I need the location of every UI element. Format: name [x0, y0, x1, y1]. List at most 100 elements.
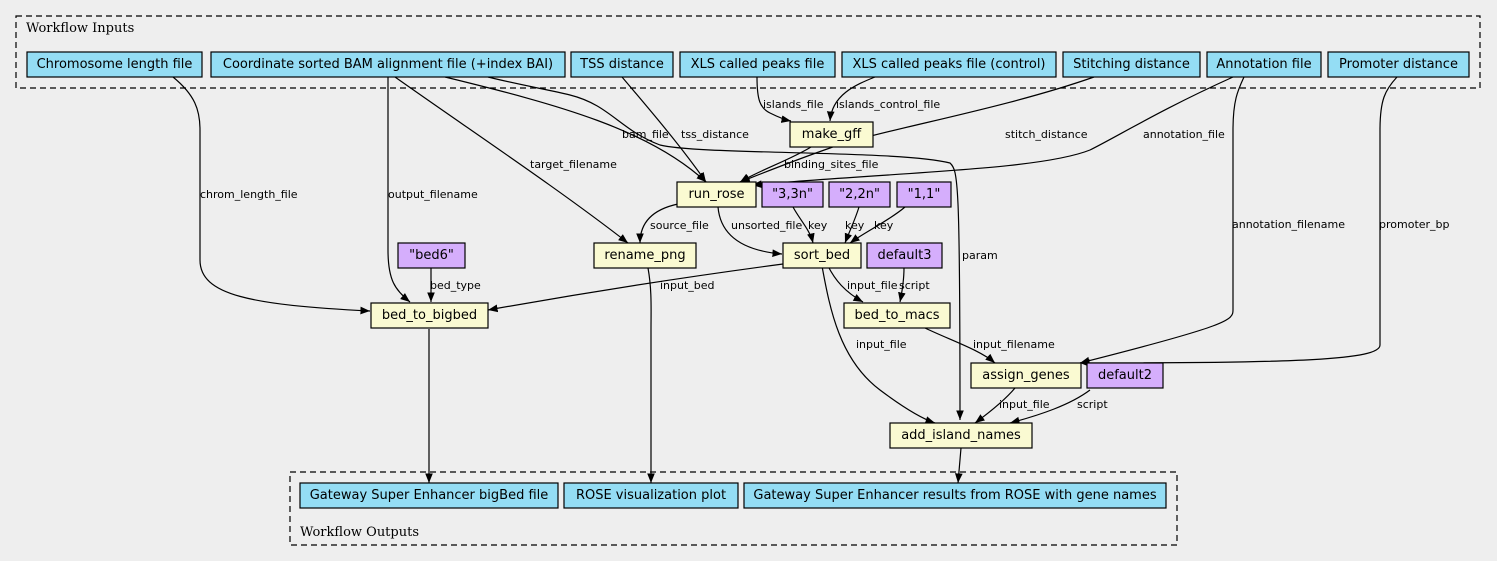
edge-label-param: param [962, 249, 998, 262]
input-promoter-distance[interactable]: Promoter distance [1327, 51, 1470, 78]
workflow-outputs-label: Workflow Outputs [300, 525, 419, 540]
workflow-inputs-label: Workflow Inputs [26, 21, 134, 36]
svg-text:bed_to_macs: bed_to_macs [854, 308, 939, 323]
svg-text:rename_png: rename_png [604, 248, 685, 263]
edge-unsorted-file: unsorted_file [717, 206, 802, 258]
output-bigbed-file[interactable]: Gateway Super Enhancer bigBed file [299, 482, 559, 509]
workflow-outputs-cluster: Workflow Outputs [289, 471, 1178, 546]
svg-text:run_rose: run_rose [688, 187, 744, 202]
input-stitching-distance[interactable]: Stitching distance [1062, 51, 1201, 78]
step-rename-png[interactable]: rename_png [593, 242, 697, 269]
edge-promoter-bp: promoter_bp [1079, 76, 1450, 367]
svg-text:Coordinate sorted BAM alignmen: Coordinate sorted BAM alignment file (+i… [223, 57, 553, 72]
edge-input-file-sortbed: input_file [821, 265, 936, 424]
edge-islands-file: islands_file [756, 76, 824, 123]
edge-label-key-22n: key [845, 219, 865, 232]
edge-to-out-plot [647, 267, 655, 483]
svg-text:default3: default3 [877, 248, 931, 263]
step-bed-to-macs[interactable]: bed_to_macs [843, 302, 951, 329]
svg-text:Promoter distance: Promoter distance [1339, 57, 1458, 72]
workflow-inputs-cluster: Workflow Inputs [15, 15, 1481, 89]
step-make-gff[interactable]: make_gff [789, 121, 874, 148]
svg-text:bed_to_bigbed: bed_to_bigbed [382, 308, 477, 323]
input-xls-called-peaks-control[interactable]: XLS called peaks file (control) [841, 51, 1057, 78]
svg-text:"bed6": "bed6" [409, 248, 454, 263]
edge-label-islands-control-file: islands_control_file [836, 98, 940, 111]
edge-key-22n: key [844, 206, 865, 244]
input-tss-distance[interactable]: TSS distance [570, 51, 674, 78]
edge-label-input-file-assign: input_file [999, 398, 1050, 411]
edge-annotation-file: annotation_file [751, 76, 1234, 188]
edge-label-input-file-macs: input_file [847, 279, 898, 292]
input-annotation-file[interactable]: Annotation file [1206, 51, 1322, 78]
default-bed6[interactable]: "bed6" [397, 242, 466, 269]
default-1-1[interactable]: "1,1" [896, 181, 952, 208]
svg-text:"2,2n": "2,2n" [839, 187, 880, 202]
edge-label-target-filename: target_filename [530, 158, 617, 171]
edge-output-filename: output_filename [387, 77, 478, 303]
svg-text:Gateway Super Enhancer bigBed: Gateway Super Enhancer bigBed file [310, 488, 549, 503]
edge-label-script-macs: script [899, 279, 930, 292]
edge-label-source-file: source_file [650, 219, 709, 232]
edge-label-islands-file: islands_file [763, 98, 824, 111]
edge-binding-sites-file: binding_sites_file [739, 146, 879, 183]
step-sort-bed[interactable]: sort_bed [782, 242, 862, 269]
edge-label-promoter-bp: promoter_bp [1379, 218, 1450, 231]
edge-input-file-macs: input_file [827, 265, 898, 303]
input-bam-alignment-file[interactable]: Coordinate sorted BAM alignment file (+i… [210, 51, 566, 78]
svg-text:default2: default2 [1098, 368, 1152, 383]
edge-label-output-filename: output_filename [388, 188, 478, 201]
edge-label-input-filename: input_filename [973, 338, 1055, 351]
edge-chrom-length-file: chrom_length_file [172, 76, 371, 315]
step-bed-to-bigbed[interactable]: bed_to_bigbed [370, 302, 489, 329]
edge-input-bed: input_bed [487, 263, 784, 313]
svg-text:"3,3n": "3,3n" [772, 187, 813, 202]
edge-label-stitch-distance: stitch_distance [1005, 128, 1088, 141]
svg-text:Stitching distance: Stitching distance [1073, 57, 1190, 72]
edge-label-annotation-file: annotation_file [1143, 128, 1225, 141]
edge-label-script-default2: script [1077, 398, 1108, 411]
edge-label-input-bed: input_bed [660, 279, 715, 292]
edge-key-11: key [849, 206, 906, 244]
step-run-rose[interactable]: run_rose [676, 181, 757, 208]
edge-label-key-33n: key [808, 219, 828, 232]
edge-tss-distance: tss_distance [621, 76, 749, 183]
edge-label-tss-distance: tss_distance [681, 128, 749, 141]
edge-script-default2: script [1009, 389, 1108, 425]
step-assign-genes[interactable]: assign_genes [970, 362, 1082, 389]
edge-bed-type: bed_type [427, 268, 481, 302]
step-add-island-names[interactable]: add_island_names [889, 422, 1033, 449]
svg-text:make_gff: make_gff [802, 127, 862, 142]
edge-label-unsorted-file: unsorted_file [731, 219, 802, 232]
default-2-2n[interactable]: "2,2n" [828, 181, 891, 208]
edge-key-33n: key [792, 206, 828, 244]
edge-label-key-11: key [874, 219, 894, 232]
edge-script-macs: script [898, 267, 930, 303]
svg-text:"1,1": "1,1" [908, 187, 941, 202]
edge-label-chrom-length-file: chrom_length_file [200, 188, 298, 201]
output-rose-visualization-plot[interactable]: ROSE visualization plot [563, 482, 739, 509]
output-rose-results-gene-names[interactable]: Gateway Super Enhancer results from ROSE… [743, 482, 1167, 509]
edge-label-binding-sites-file: binding_sites_file [784, 158, 879, 171]
default-3-3n[interactable]: "3,3n" [761, 181, 824, 208]
edge-label-annotation-filename: annotation_filename [1232, 218, 1345, 231]
edge-to-out-results [954, 447, 963, 484]
svg-text:TSS distance: TSS distance [579, 57, 664, 72]
svg-text:sort_bed: sort_bed [794, 248, 850, 263]
edge-source-file: source_file [636, 203, 709, 244]
edge-annotation-filename: annotation_filename [1079, 76, 1345, 365]
input-chromosome-length-file[interactable]: Chromosome length file [26, 51, 203, 78]
edge-param: param [487, 76, 998, 421]
input-xls-called-peaks-file[interactable]: XLS called peaks file [679, 51, 836, 78]
edge-target-filename: target_filename [394, 76, 629, 244]
svg-text:add_island_names: add_island_names [901, 428, 1021, 443]
svg-text:Chromosome length file: Chromosome length file [37, 57, 193, 72]
svg-text:Gateway Super Enhancer results: Gateway Super Enhancer results from ROSE… [753, 488, 1156, 503]
svg-text:Annotation file: Annotation file [1216, 57, 1311, 72]
edge-islands-control-file: islands_control_file [826, 76, 940, 122]
default-default3[interactable]: default3 [866, 242, 943, 269]
default-default2[interactable]: default2 [1086, 362, 1164, 389]
edge-label-bed-type: bed_type [430, 279, 481, 292]
svg-text:XLS called peaks file (control: XLS called peaks file (control) [852, 57, 1045, 72]
